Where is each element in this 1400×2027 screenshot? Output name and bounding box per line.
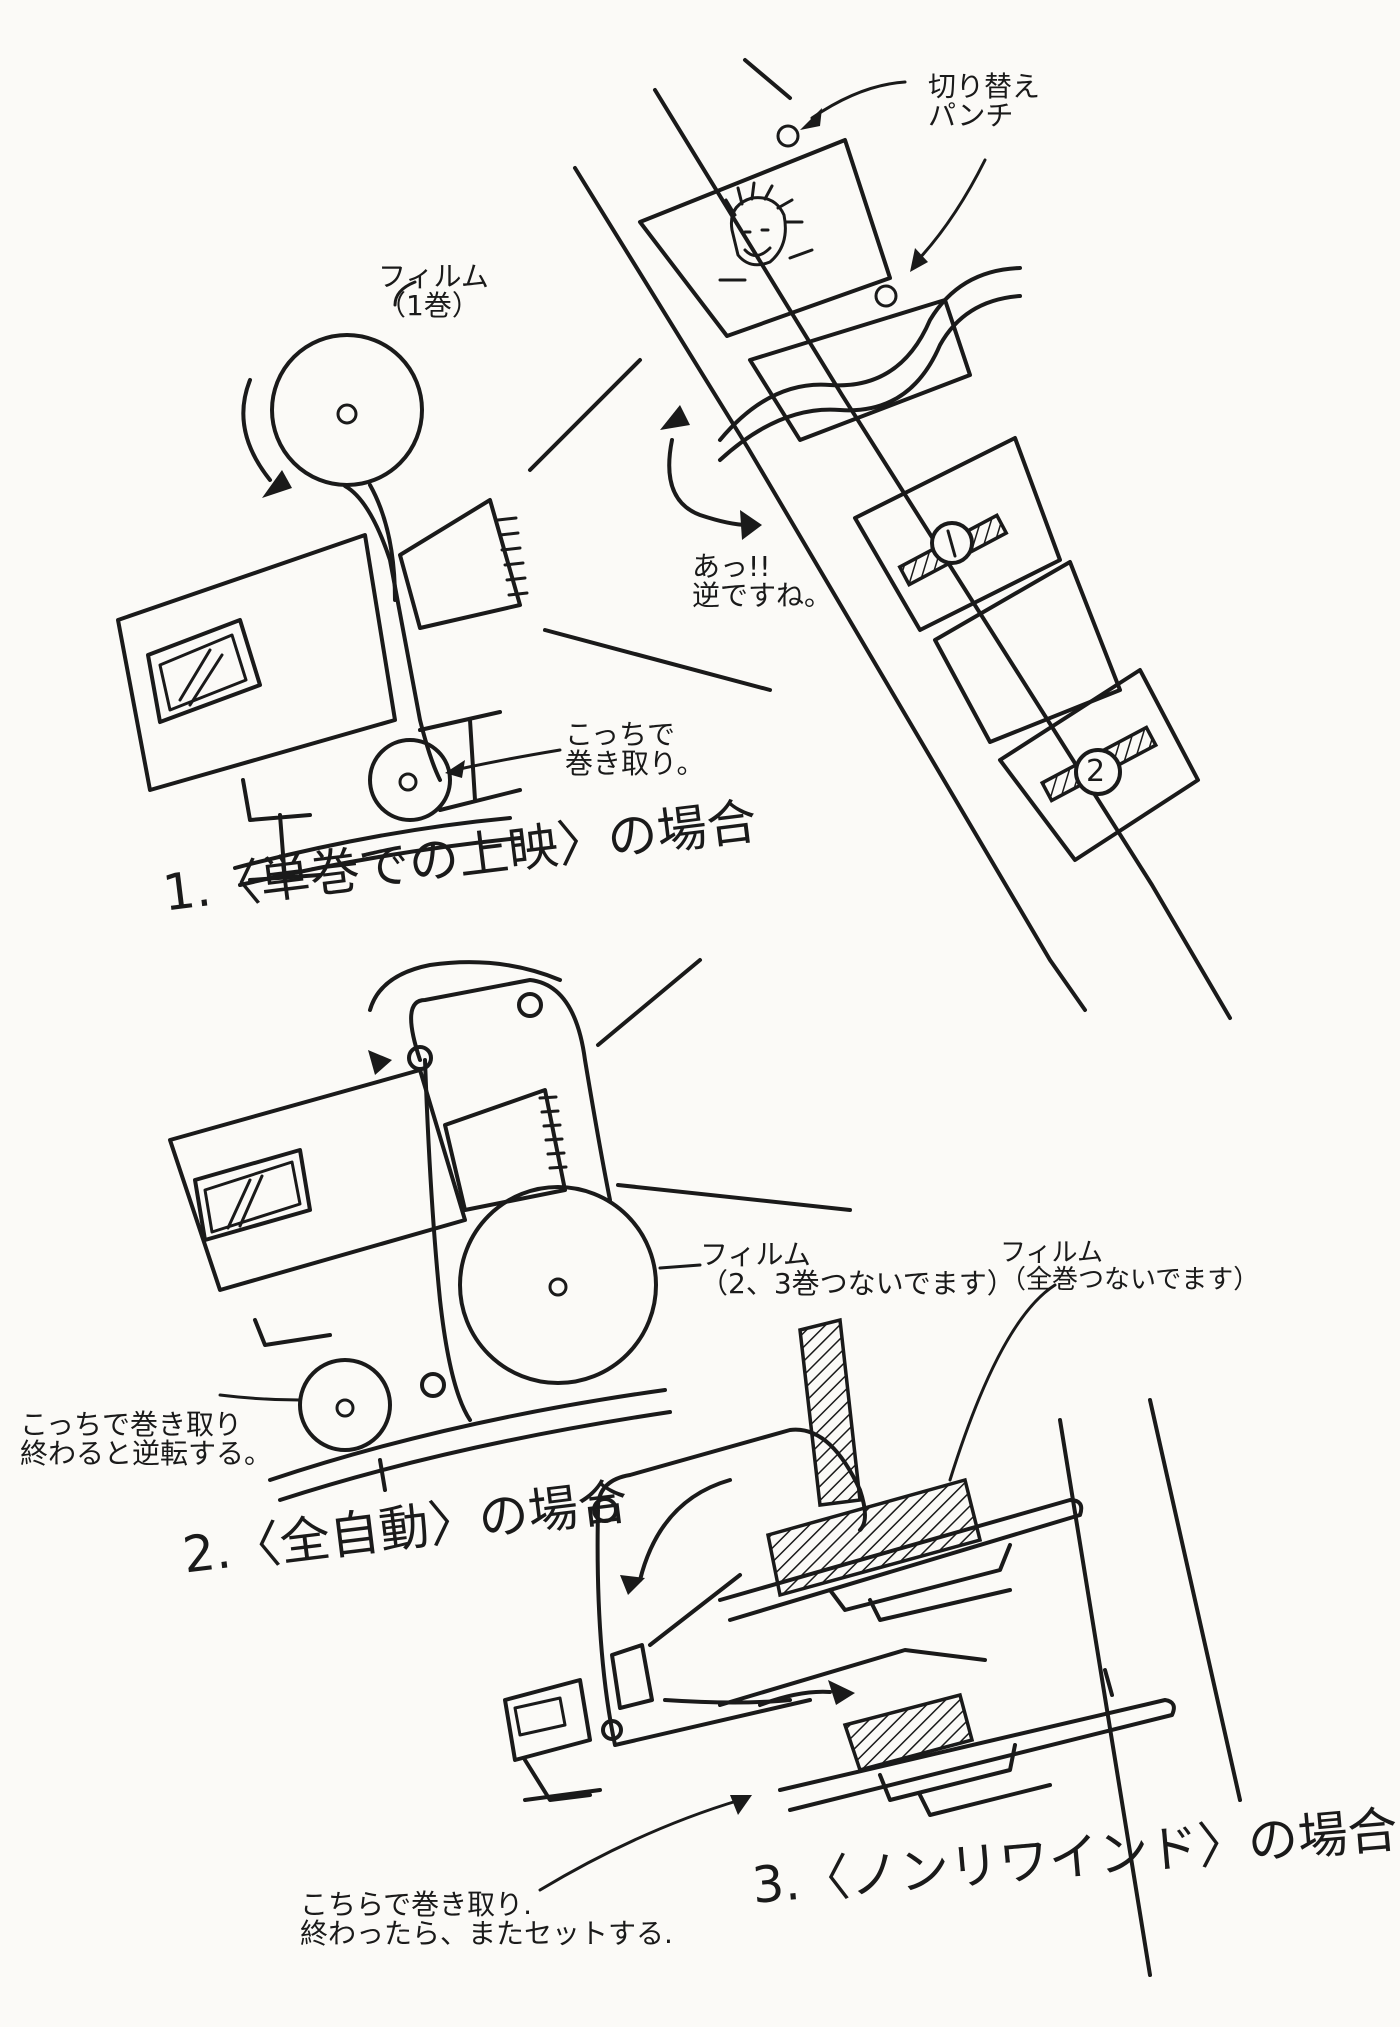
film-splice-cut-line-lower xyxy=(718,294,1022,462)
film-loop-path-2 xyxy=(409,978,612,1202)
reel-rotation-arrow-2 xyxy=(368,960,562,1012)
projector-base-2 xyxy=(268,1388,667,1482)
changeover-punch-mark-bottom xyxy=(874,284,898,308)
arrows-punch xyxy=(800,80,987,272)
projector-body-3 xyxy=(503,1678,592,1762)
film-frame-4 xyxy=(933,560,1122,744)
film-roll-lower xyxy=(842,1692,975,1773)
projection-beam-top-2 xyxy=(596,958,702,1047)
arrow-to-top-punch xyxy=(810,80,907,120)
film-one-reel-label: フィルム （1巻） xyxy=(378,260,489,323)
projector-body-2 xyxy=(168,1068,467,1292)
takeup-label-leader-2 xyxy=(218,1393,302,1402)
takeup-arrow-3 xyxy=(758,1689,832,1707)
film-strip-top-edge xyxy=(743,58,792,100)
film-strip-right-edge xyxy=(653,88,1232,1020)
feed-arrow-3 xyxy=(638,1478,732,1582)
reel-rotation-arrow-1 xyxy=(241,378,272,482)
platter-column-right xyxy=(1148,1398,1242,1802)
projection-beam-top-1 xyxy=(528,358,642,472)
platter-lower xyxy=(778,1668,1176,1817)
frame-number-2: 2 xyxy=(1086,754,1106,789)
takeup-label-leader-3 xyxy=(538,1798,742,1892)
projector-lens-2 xyxy=(443,1088,567,1212)
oops-reversed-note: あっ!! 逆ですね。 xyxy=(692,550,833,613)
supply-reel-1-hub xyxy=(336,403,358,425)
start-mark-circle-2 xyxy=(1074,748,1122,796)
guide-roller-2c xyxy=(420,1372,446,1398)
projector-lens-1 xyxy=(398,498,522,630)
projection-beam-bottom-1 xyxy=(543,628,772,692)
guide-roller-3a xyxy=(592,1497,618,1523)
reverse-arrow-curve xyxy=(667,438,750,527)
projector-body-1 xyxy=(116,533,397,792)
film-frame-1-border xyxy=(638,138,892,338)
guide-roller-3b xyxy=(601,1719,623,1741)
film-label-leader-2 xyxy=(658,1263,702,1270)
film-roll-upper xyxy=(765,1477,983,1598)
projector-base-1 xyxy=(233,816,512,870)
projector-non-rewind xyxy=(503,1283,1242,1977)
changeover-punch-label: 切り替え パンチ xyxy=(928,70,1041,133)
platter-upper xyxy=(718,1317,1084,1622)
projection-sketch-canvas xyxy=(116,58,1242,1977)
supply-reel-2 xyxy=(458,1185,658,1385)
reverse-rotation-arrow xyxy=(660,405,762,540)
takeup-here-label-3: こちらで巻き取り. 終わったら、またセットする. xyxy=(300,1888,673,1951)
film-frame-2 xyxy=(748,298,972,442)
projector-stand-2 xyxy=(253,1318,332,1347)
projector-stand-3 xyxy=(523,1758,602,1802)
changeover-punch-mark-top xyxy=(776,124,800,148)
platter-column-left xyxy=(1058,1418,1152,1977)
takeup-arrow-1 xyxy=(453,748,562,772)
takeup-reel-1 xyxy=(368,738,452,822)
guide-roller-2a xyxy=(407,1045,433,1071)
film-frame-5-border xyxy=(998,668,1200,862)
film-label-leader-1 xyxy=(393,280,417,307)
takeup-here-label-1: こっちで 巻き取り。 xyxy=(565,718,705,781)
film-frame-1 xyxy=(638,124,898,338)
film-path-1 xyxy=(343,484,442,782)
film-splice-cut-line-upper xyxy=(718,266,1022,442)
reverse-arrow-head-top xyxy=(660,405,690,430)
platter-lower-plate xyxy=(778,1698,1176,1812)
guide-roller-2b xyxy=(517,992,543,1018)
projector-window-1 xyxy=(146,618,262,724)
projector-full-auto xyxy=(168,958,852,1502)
platter-upper-plate xyxy=(718,1498,1084,1622)
film-strip-diagram xyxy=(573,58,1232,1020)
projection-beam-bottom-2 xyxy=(616,1183,852,1212)
film-strip-left-edge xyxy=(573,166,1087,1012)
projector-single-reel xyxy=(116,280,772,887)
projector-lens-3 xyxy=(610,1643,654,1710)
film-frame-5 xyxy=(998,668,1200,862)
supply-reel-1 xyxy=(270,333,424,487)
film-strip-feed-hatched xyxy=(798,1317,862,1507)
cartoon-face-icon xyxy=(718,181,814,282)
arrow-to-bottom-punch xyxy=(916,158,987,262)
reverse-arrow-head-bottom xyxy=(740,510,762,540)
film-all-reels-label: フィルム （全巻つないでます） xyxy=(1000,1238,1260,1296)
takeup-here-label-2: こっちで巻き取り 終わると逆転する。 xyxy=(20,1408,273,1471)
film-label-leader-3 xyxy=(948,1283,1057,1482)
projector-window-2 xyxy=(193,1148,312,1242)
film-frame-3-border xyxy=(853,436,1062,632)
takeup-reel-2 xyxy=(298,1358,392,1452)
film-frame-3 xyxy=(853,436,1062,632)
film-two-three-reels-label: フィルム （2、3巻つないでます） xyxy=(700,1238,1015,1301)
